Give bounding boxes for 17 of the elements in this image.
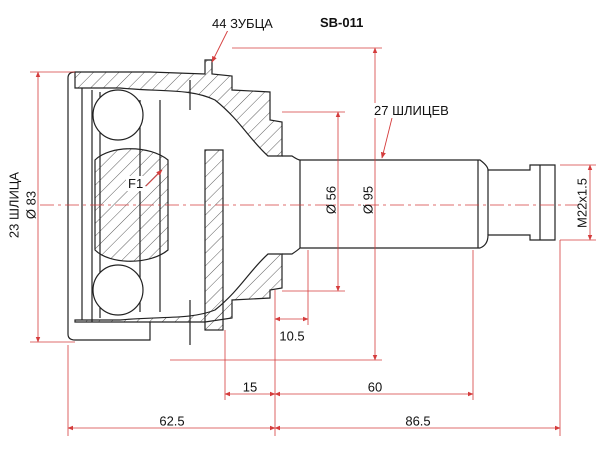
dimension-label: 60 (368, 380, 382, 394)
dimension-label: Ø 83 (24, 190, 38, 220)
leader-line (212, 30, 228, 63)
part-callout: 44 ЗУБЦА (210, 16, 275, 31)
dimension-label: M22x1.5 (576, 178, 588, 228)
leader-line (146, 170, 162, 186)
leader-line (380, 118, 392, 159)
dimension-label: 86.5 (405, 414, 431, 428)
part-callout: F1 (126, 176, 146, 191)
dimension-label: Ø 95 (362, 186, 374, 214)
dimension-label: 10.5 (279, 330, 305, 342)
dimension-label: 62.5 (159, 414, 185, 428)
spline-count: 23 ШЛИЦА (8, 172, 20, 238)
dimension-label: 15 (242, 380, 258, 394)
part-callout: 27 ШЛИЦЕВ (372, 103, 451, 118)
dimension-label: Ø 56 (324, 186, 338, 214)
part-number: SB-011 (320, 16, 364, 29)
